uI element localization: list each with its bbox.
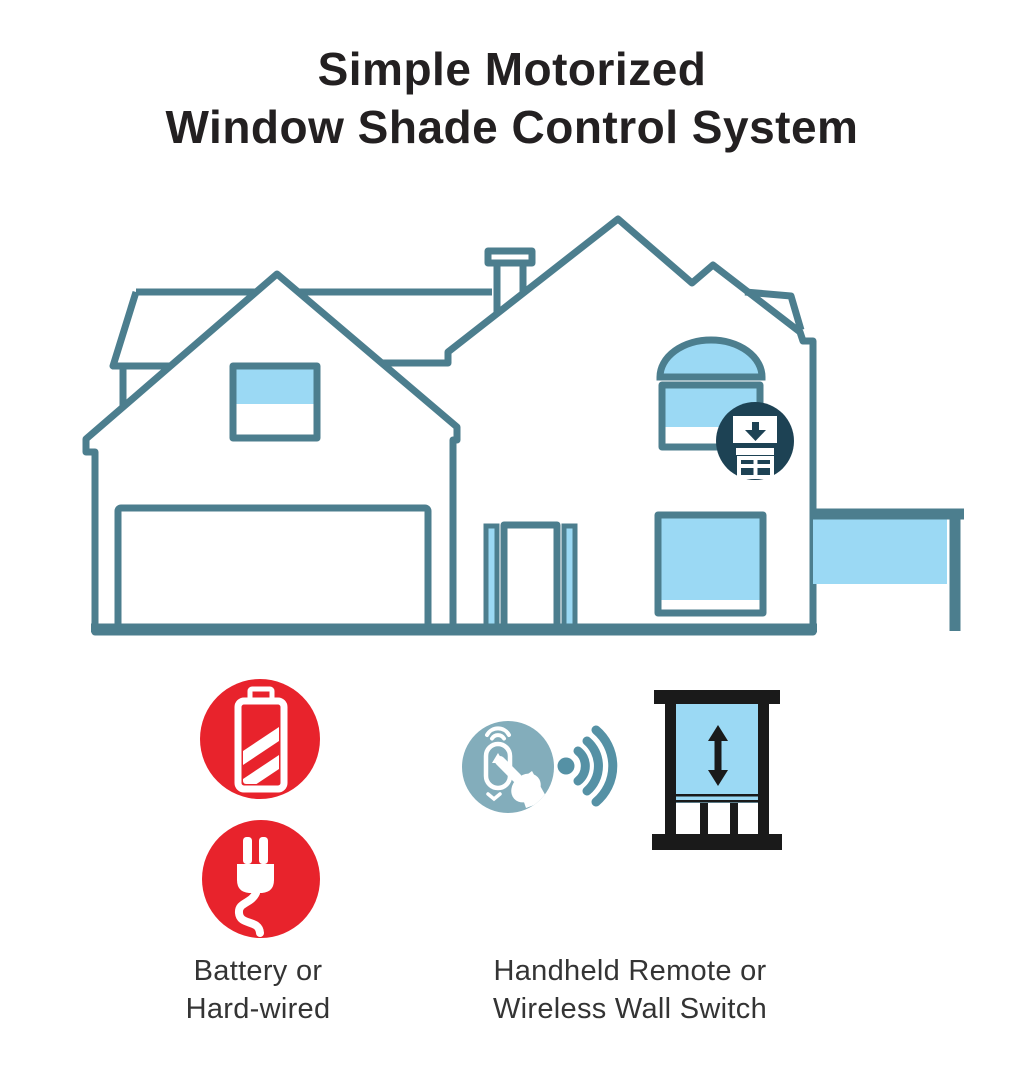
- arched-window: [656, 336, 766, 381]
- pressing-hand: [495, 756, 548, 808]
- up-down-arrow: [708, 725, 728, 786]
- motorized-shade-badge-icon: [716, 402, 794, 480]
- first-floor-window: [654, 511, 767, 617]
- title-line-1: Simple Motorized: [317, 43, 707, 95]
- chimney: [484, 247, 536, 313]
- right-gable-fascia: [744, 288, 805, 331]
- battery-icon: [200, 679, 320, 799]
- window-shade-icon: [652, 690, 782, 850]
- power-caption: Battery or Hard-wired: [108, 952, 408, 1028]
- power-plug-icon: [202, 820, 320, 938]
- power-caption-line-2: Hard-wired: [185, 993, 331, 1025]
- control-caption: Handheld Remote or Wireless Wall Switch: [455, 952, 805, 1028]
- page-title: Simple Motorized Window Shade Control Sy…: [0, 40, 1024, 156]
- wireless-signal-icon: [557, 725, 618, 807]
- porch-shade-area: [813, 519, 947, 584]
- porch: [813, 508, 964, 631]
- title-line-2: Window Shade Control System: [165, 101, 859, 153]
- garage-door: [114, 504, 432, 635]
- house-illustration: [82, 215, 964, 636]
- gable-window: [229, 362, 321, 442]
- control-caption-line-2: Wireless Wall Switch: [492, 993, 767, 1025]
- control-caption-line-1: Handheld Remote or: [493, 955, 767, 987]
- remote-press-icon: [462, 721, 554, 813]
- power-caption-line-1: Battery or: [193, 955, 323, 987]
- entry-door: [483, 521, 578, 636]
